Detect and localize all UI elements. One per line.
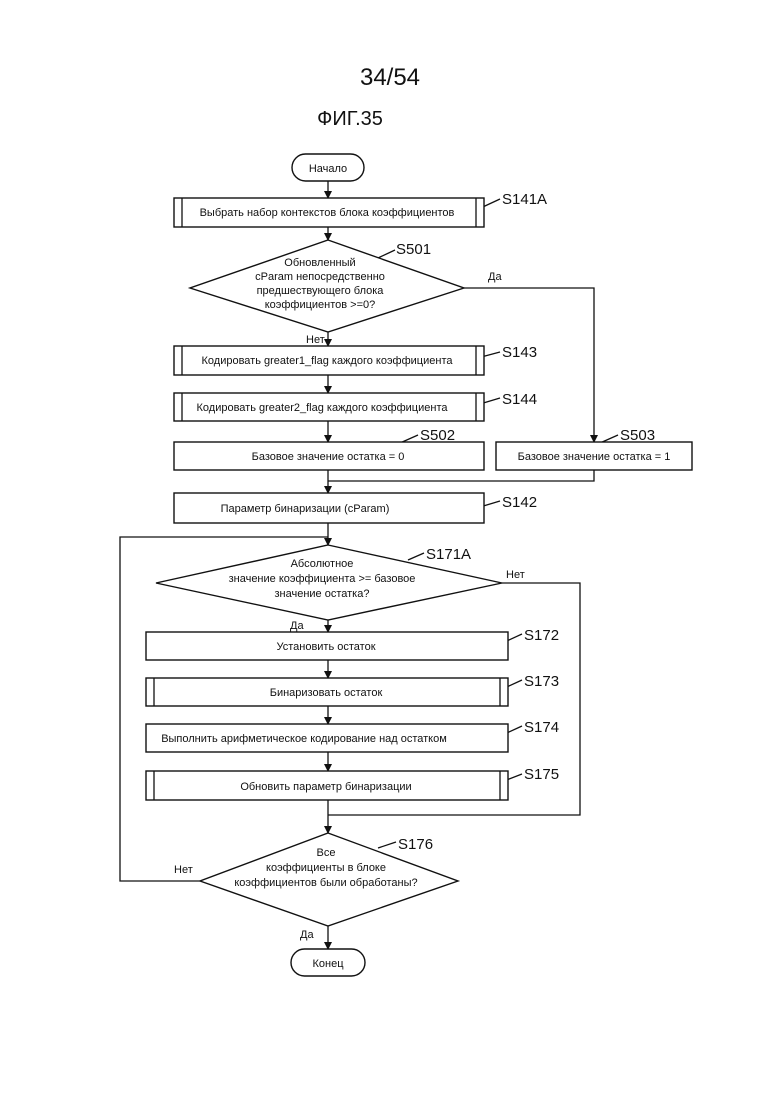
line-s503-merge xyxy=(328,470,594,481)
leader-s176 xyxy=(378,842,396,848)
s144-text: Кодировать greater2_flag каждого коэффиц… xyxy=(197,402,449,414)
s174-text: Выполнить арифметическое кодирование над… xyxy=(161,733,447,745)
s176-line-3: коэффициентов были обработаны? xyxy=(234,877,417,889)
s143-label: S143 xyxy=(502,344,537,361)
s176-yes-label: Да xyxy=(300,929,314,941)
end-label: Конец xyxy=(312,958,344,970)
s142-label: S142 xyxy=(502,494,537,511)
s176-line-1: Все xyxy=(317,847,336,859)
s175-label: S175 xyxy=(524,766,559,783)
s171a-no-label: Нет xyxy=(506,569,525,581)
s501-no-label: Нет xyxy=(306,334,325,346)
s501-line-2: cParam непосредственно xyxy=(255,271,385,283)
s141a-label: S141A xyxy=(502,191,547,208)
s502-text: Базовое значение остатка = 0 xyxy=(252,451,405,463)
s141a-text: Выбрать набор контекстов блока коэффицие… xyxy=(200,207,455,219)
start-label: Начало xyxy=(309,163,347,175)
s174-label: S174 xyxy=(524,719,559,736)
s143-text: Кодировать greater1_flag каждого коэффиц… xyxy=(202,355,454,367)
s502-label: S502 xyxy=(420,427,455,444)
s171a-line-1: Абсолютное xyxy=(291,558,354,570)
s175-text: Обновить параметр бинаризации xyxy=(240,781,411,793)
s173-label: S173 xyxy=(524,673,559,690)
leader-s171a xyxy=(408,553,424,560)
s172-label: S172 xyxy=(524,627,559,644)
s176-no-label: Нет xyxy=(174,864,193,876)
s144-label: S144 xyxy=(502,391,537,408)
s171a-line-3: значение остатка? xyxy=(275,588,370,600)
leader-s501 xyxy=(378,250,395,258)
s501-yes-label: Да xyxy=(488,271,502,283)
s503-text: Базовое значение остатка = 1 xyxy=(518,451,671,463)
s501-label: S501 xyxy=(396,241,431,258)
s173-text: Бинаризовать остаток xyxy=(270,687,383,699)
s171a-label: S171A xyxy=(426,546,471,563)
s171a-yes-label: Да xyxy=(290,620,304,632)
s501-line-4: коэффициентов >=0? xyxy=(265,299,376,311)
s501-line-3: предшествующего блока xyxy=(257,285,385,297)
s176-line-2: коэффициенты в блоке xyxy=(266,862,386,874)
s501-line-1: Обновленный xyxy=(284,257,355,269)
s172-text: Установить остаток xyxy=(276,641,375,653)
s142-text: Параметр бинаризации (cParam) xyxy=(221,503,390,515)
s171a-line-2: значение коэффициента >= базовое xyxy=(229,573,416,585)
s503-label: S503 xyxy=(620,427,655,444)
s176-label: S176 xyxy=(398,836,433,853)
